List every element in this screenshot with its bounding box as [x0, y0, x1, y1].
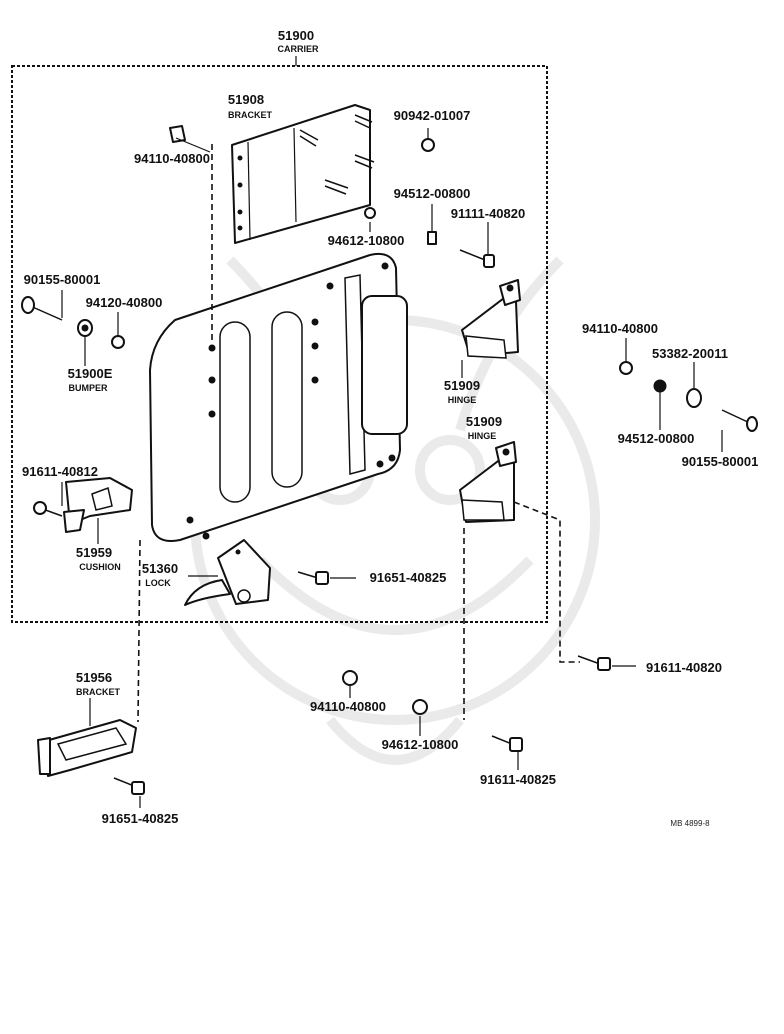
- bumper-part[interactable]: [77, 319, 93, 337]
- washer-53382-number: 53382-20011: [652, 346, 728, 361]
- bolt-90155-b-number: 90155-80001: [682, 454, 759, 469]
- carrier-frame: [11, 65, 548, 623]
- nut-94120-number: 94120-40800: [86, 295, 163, 310]
- hinge-lower[interactable]: [459, 441, 517, 523]
- bumper-number: 51900E: [68, 366, 113, 381]
- bracket-lower-name: BRACKET: [76, 687, 121, 697]
- hinge-lower-name: HINGE: [468, 431, 497, 441]
- bolt-91611-c-number: 91611-40825: [480, 772, 556, 787]
- lower-bracket[interactable]: [37, 719, 137, 777]
- lock-number: 51360: [142, 561, 178, 576]
- bolt-90155-a-number: 90155-80001: [24, 272, 101, 287]
- hinge-lower-number: 51909: [466, 414, 502, 429]
- carrier-number: 51900: [278, 28, 314, 43]
- bracket-studs: [299, 114, 375, 195]
- carrier-plate[interactable]: [149, 252, 408, 542]
- drawing-code: MB 4899-8: [670, 819, 710, 828]
- hinge-upper-number: 51909: [444, 378, 480, 393]
- fasteners: [21, 125, 758, 795]
- bolt-90942-number: 90942-01007: [394, 108, 471, 123]
- washer-94512-a-number: 94512-00800: [394, 186, 471, 201]
- nut-94110-b-number: 94110-40800: [582, 321, 658, 336]
- carrier-slot-left: [219, 321, 251, 503]
- cushion-name: CUSHION: [79, 562, 121, 572]
- bolt-91651-a-number: 91651-40825: [370, 570, 447, 585]
- part-labels: 51900 CARRIER 51908 BRACKET 90942-01007 …: [22, 28, 758, 828]
- bolt-91111-number: 91111-40820: [451, 206, 525, 221]
- carrier-name: CARRIER: [277, 44, 319, 54]
- bolt-91611-b-number: 91611-40820: [646, 660, 722, 675]
- nut-94110-c-number: 94110-40800: [310, 699, 386, 714]
- hinge-upper[interactable]: [461, 279, 521, 359]
- bracket-upper-number: 51908: [228, 92, 264, 107]
- carrier-pad: [361, 295, 408, 435]
- nut-94612-a-number: 94612-10800: [328, 233, 405, 248]
- bolt-91651-b-number: 91651-40825: [102, 811, 179, 826]
- lock-assembly[interactable]: [184, 539, 271, 606]
- cushion[interactable]: [63, 477, 133, 533]
- bracket-holes: [237, 155, 243, 231]
- bumper-name: BUMPER: [68, 383, 108, 393]
- nut-94612-b-number: 94612-10800: [382, 737, 459, 752]
- assembly-lines: [137, 144, 580, 723]
- cushion-number: 51959: [76, 545, 112, 560]
- nut-94110-a-number: 94110-40800: [134, 151, 210, 166]
- carrier-holes: [186, 262, 396, 540]
- bolt-91611-a-number: 91611-40812: [22, 464, 98, 479]
- leader-lines: [61, 128, 723, 808]
- bracket-lower-number: 51956: [76, 670, 112, 685]
- bracket-upper-name: BRACKET: [228, 110, 273, 120]
- upper-bracket[interactable]: [231, 104, 375, 244]
- washer-94512-b-number: 94512-00800: [618, 431, 695, 446]
- nut-icon: [169, 125, 186, 143]
- lock-name: LOCK: [145, 578, 171, 588]
- carrier-slot-right: [271, 311, 303, 488]
- hinge-upper-name: HINGE: [448, 395, 477, 405]
